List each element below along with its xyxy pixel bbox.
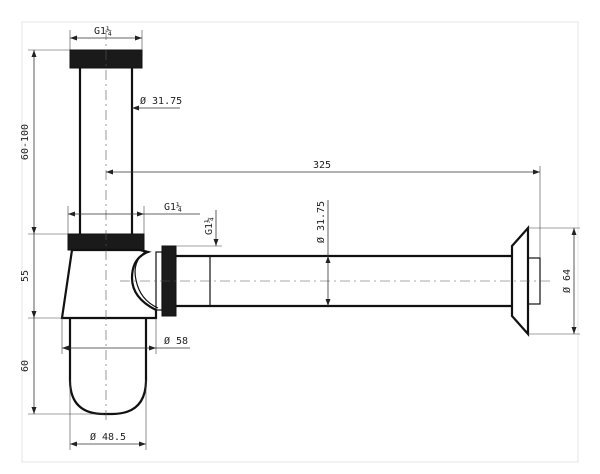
label-tube-diameter-horizontal: Ø 31.75 <box>315 201 327 243</box>
label-outlet-length: 325 <box>313 160 331 171</box>
label-side-thread: G1¼ <box>203 217 215 235</box>
label-body-diameter: Ø 58 <box>164 335 188 347</box>
label-flange-diameter: Ø 64 <box>561 269 573 293</box>
label-cup-height: 60 <box>20 360 31 372</box>
label-body-height: 55 <box>20 270 31 282</box>
trap-outline <box>60 49 541 416</box>
body-inner-curve <box>134 251 159 309</box>
drawing-frame <box>21 21 579 463</box>
bottom-cup <box>68 318 148 416</box>
label-body-thread: G1¼ <box>164 201 182 213</box>
dimension-lines <box>28 30 580 450</box>
trap-body <box>60 248 158 320</box>
center-lines <box>105 30 550 420</box>
label-tailpiece-length: 60-100 <box>20 124 31 160</box>
label-cup-diameter: Ø 48.5 <box>90 431 126 443</box>
dimension-labels: G1¼ Ø 31.75 60-100 325 G1¼ G1¼ Ø 31.75 5… <box>20 25 573 443</box>
label-top-thread: G1¼ <box>94 25 112 37</box>
label-tube-diameter-vertical: Ø 31.75 <box>140 95 182 107</box>
